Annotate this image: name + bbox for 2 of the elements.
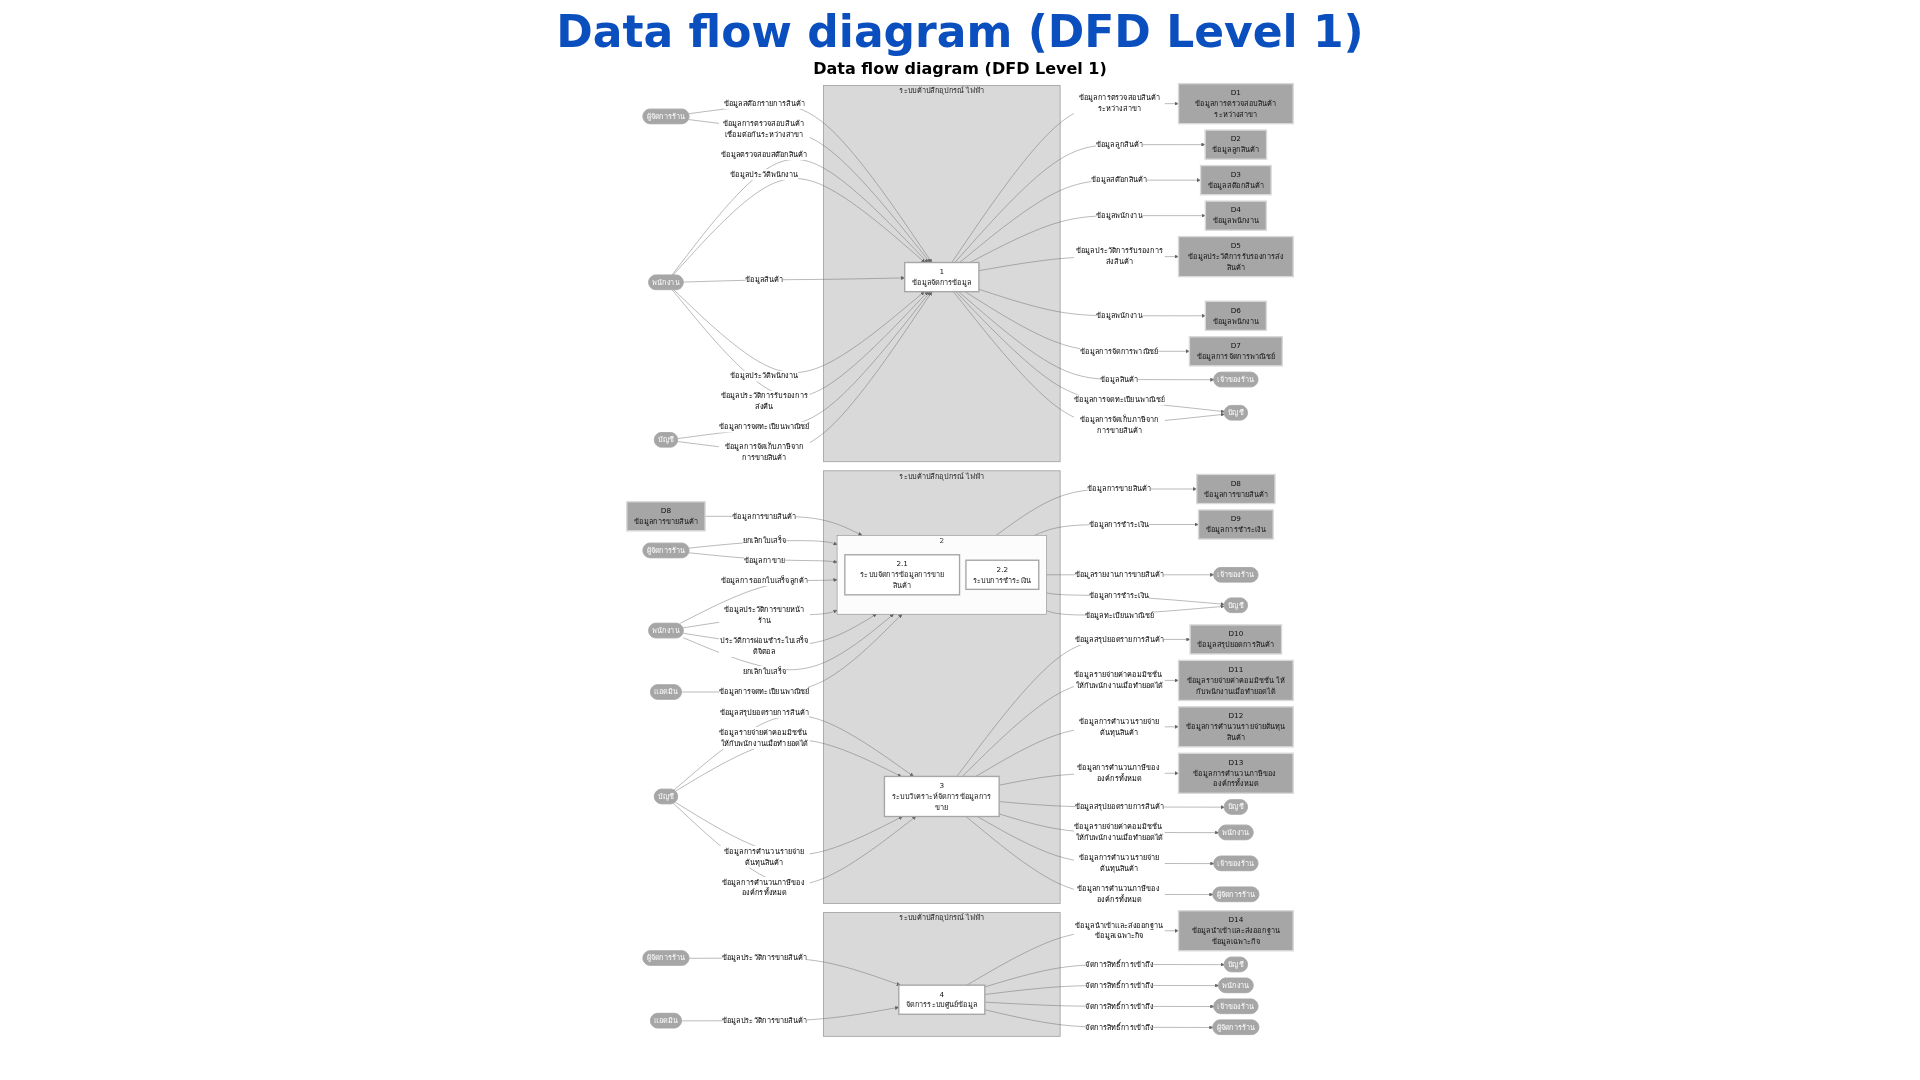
subtitle: Data flow diagram (DFD Level 1) [812,59,1108,78]
diagram-title: Data flow diagram (DFD Level 1) [555,6,1365,57]
